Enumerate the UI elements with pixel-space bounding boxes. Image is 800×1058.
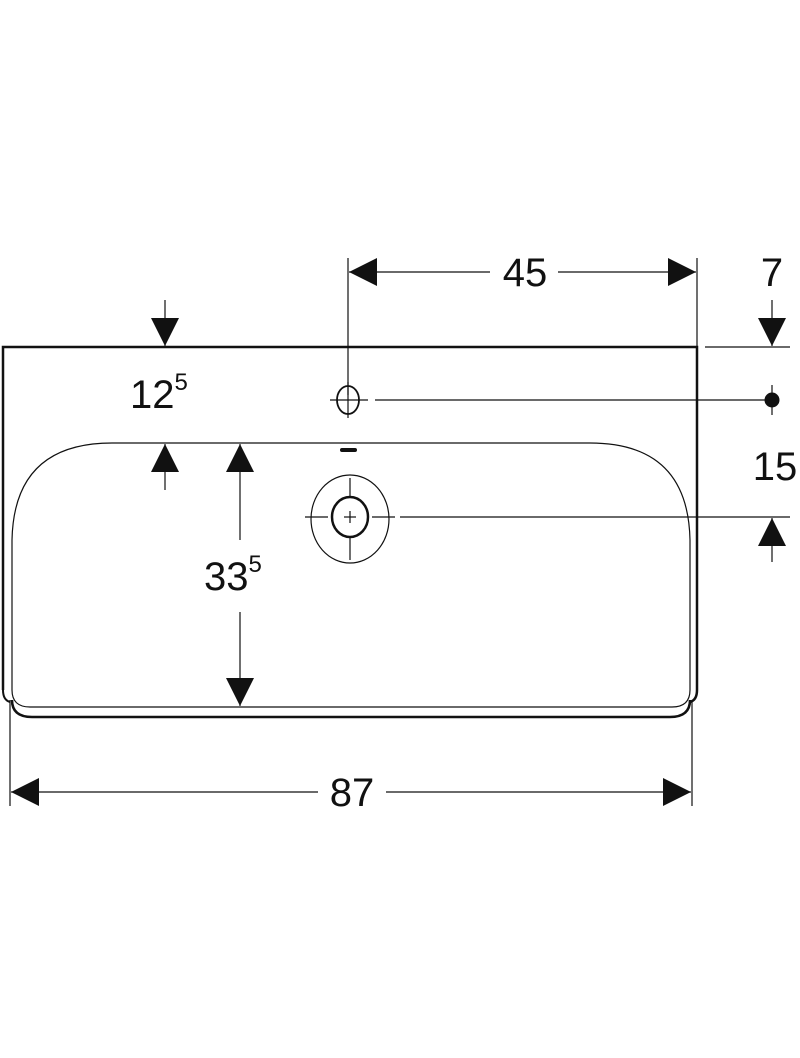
dimension-12-5: 125 [130, 369, 188, 417]
dimension-7: 7 [761, 251, 783, 295]
dimension-33-5: 335 [204, 551, 262, 599]
tap-hole-icon [330, 382, 368, 418]
basin-front-edge [10, 699, 692, 719]
dimension-45: 45 [503, 251, 548, 295]
drain-icon [305, 474, 395, 564]
reference-dot [764, 392, 780, 408]
bowl-outline [11, 442, 691, 708]
dimension-87: 87 [330, 771, 375, 815]
dimension-15: 15 [753, 445, 798, 489]
